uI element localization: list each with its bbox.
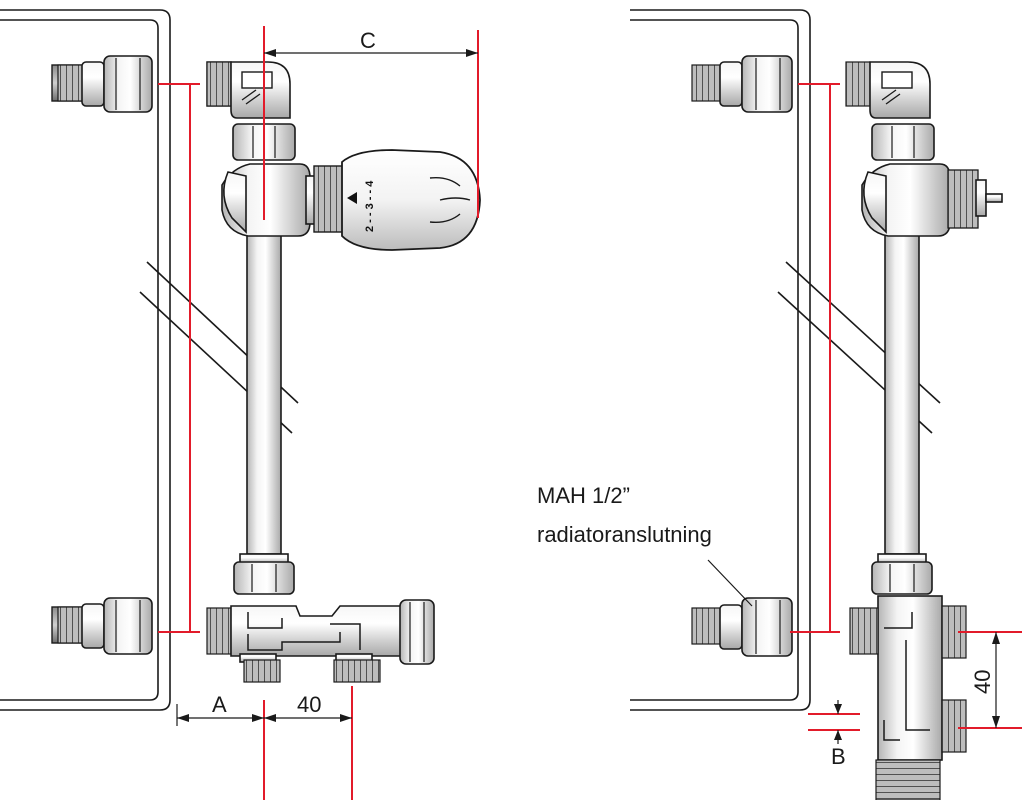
dimension-arrow-c	[264, 49, 478, 57]
pipe-nut-right	[871, 553, 933, 595]
callout-leader	[707, 559, 753, 607]
dimension-arrow-40-horizontal	[264, 714, 352, 722]
dimension-label-40-horizontal: 40	[297, 692, 321, 717]
dial-scale: 2 - - 3 - - 4	[364, 180, 376, 232]
radiator-inner-outline-left	[0, 19, 159, 701]
valve-block-left	[206, 599, 435, 683]
radiator-connector-bottom-right	[691, 597, 793, 657]
dimension-label-b: B	[831, 744, 846, 769]
thermostatic-head: 2 - - 3 - - 4	[313, 149, 481, 251]
radiator-connector-bottom-left	[51, 597, 153, 655]
valve-body-right	[861, 163, 1003, 237]
valve-block-right	[849, 595, 967, 800]
vertical-pipe-right	[884, 231, 920, 555]
callout-label-line2: radiatoranslutning	[537, 522, 712, 547]
vertical-pipe-left	[246, 231, 282, 555]
dimension-label-c: C	[360, 28, 376, 53]
elbow-fitting-left	[206, 61, 296, 161]
dimension-label-a: A	[212, 692, 227, 717]
callout-label-line1: MAH 1/2”	[537, 483, 630, 508]
dimension-lines-left	[158, 26, 479, 800]
pipe-nut-left	[233, 553, 295, 595]
dimension-lines-right	[790, 83, 1022, 731]
radiator-inner-outline-right	[630, 19, 799, 701]
dimension-label-40-vertical: 40	[970, 670, 995, 694]
left-assembly: 2 - - 3 - - 4	[0, 9, 481, 800]
thermostat-knurled-ring	[313, 165, 345, 233]
dimension-arrow-a	[176, 704, 264, 726]
dimension-arrow-b	[834, 700, 842, 744]
radiator-connector-top-left	[51, 55, 153, 113]
valve-body-left	[221, 163, 317, 237]
radiator-outline-left	[0, 9, 171, 711]
radiator-connector-top-right	[691, 55, 793, 113]
dial-marker-icon	[347, 192, 357, 204]
radiator-outline-right	[630, 9, 811, 711]
dimension-arrow-40-vertical	[992, 632, 1000, 728]
thermostat-cap	[341, 149, 481, 251]
right-assembly: MAH 1/2” radiatoranslutning 40 B	[537, 9, 1022, 800]
elbow-fitting-right	[845, 61, 935, 161]
